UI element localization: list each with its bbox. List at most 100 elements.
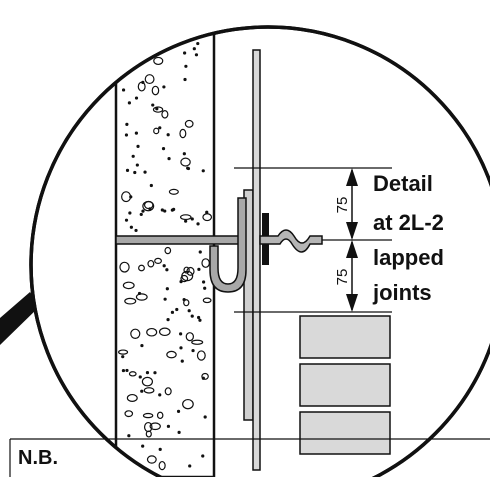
aggregate-speck (143, 170, 147, 174)
aggregate-speck (202, 297, 212, 304)
brick (299, 411, 391, 455)
dim-text-lower: 75 (334, 269, 351, 286)
aggregate-speck (128, 3, 131, 6)
aggregate-speck (172, 207, 176, 211)
aggregate-speck (125, 368, 129, 373)
aggregate-speck (201, 169, 205, 173)
aggregate-speck (202, 280, 206, 284)
aggregate-speck (124, 133, 129, 137)
aggregate-speck (152, 106, 164, 113)
aggregate-speck (168, 188, 179, 195)
aggregate-speck (175, 307, 179, 312)
aggregate-speck (170, 30, 180, 38)
aggregate-speck (182, 152, 186, 156)
aggregate-speck (146, 455, 157, 464)
detail-label-line-1: Detail (373, 171, 433, 196)
aggregate-speck (185, 34, 189, 38)
aggregate-speck (122, 281, 135, 290)
vertical-plate-main (252, 49, 261, 471)
aggregate-speck (129, 195, 133, 199)
aggregate-speck (166, 350, 177, 359)
aggregate-speck (203, 415, 207, 419)
aggregate-speck (151, 85, 160, 96)
aggregate-speck (160, 208, 164, 212)
aggregate-speck (206, 10, 209, 13)
aggregate-speck (183, 77, 187, 82)
aggregate-speck (197, 315, 201, 320)
aggregate-speck (124, 410, 134, 418)
aggregate-speck (121, 368, 126, 373)
aggregate-speck (155, 41, 165, 49)
aggregate-speck (180, 359, 184, 363)
aggregate-speck (182, 298, 186, 302)
aggregate-speck (137, 291, 142, 296)
aggregate-speck (130, 328, 141, 339)
aggregate-speck (162, 85, 166, 89)
aggregate-speck (194, 53, 199, 57)
aggregate-speck (202, 213, 213, 222)
dim-arrow-upper-bottom (346, 222, 358, 240)
aggregate-speck (123, 41, 127, 45)
aggregate-speck (143, 200, 154, 210)
aggregate-speck (133, 170, 137, 175)
aggregate-speck (196, 41, 200, 46)
aggregate-speck (161, 147, 166, 151)
brick (299, 363, 391, 407)
aggregate-speck (139, 212, 143, 217)
aggregate-speck (159, 4, 165, 9)
aggregate-speck (187, 309, 191, 313)
aggregate-speck (134, 131, 138, 135)
aggregate-speck (161, 110, 169, 119)
aggregate-speck (131, 44, 140, 54)
brick (299, 315, 391, 359)
aggregate-speck (149, 422, 161, 431)
aggregate-speck (138, 264, 145, 272)
aggregate-speck (179, 128, 187, 139)
aggregate-speck (118, 349, 129, 355)
aggregate-speck (138, 375, 142, 379)
aggregate-speck (158, 460, 166, 471)
aggregate-speck (198, 250, 202, 254)
aggregate-speck (133, 2, 139, 8)
aggregate-speck (147, 259, 155, 268)
aggregate-speck (145, 371, 150, 375)
aggregate-speck (135, 163, 139, 167)
magnifier-handle (0, 292, 40, 345)
aggregate-speck (186, 166, 190, 170)
aggregate-speck (154, 257, 162, 265)
dim-arrow-upper-top (346, 168, 358, 186)
aggregate-speck (164, 387, 172, 396)
aggregate-speck (205, 210, 209, 214)
aggregate-speck (161, 46, 165, 50)
aggregate-speck (145, 430, 152, 438)
aggregate-speck (141, 209, 145, 213)
aggregate-speck (121, 355, 125, 359)
aggregate-speck (183, 299, 190, 307)
wavy-tie (259, 229, 323, 253)
aggregate-speck (190, 314, 194, 318)
aggregate-speck (131, 154, 135, 158)
aggregate-speck (140, 389, 144, 393)
aggregate-speck (158, 327, 171, 337)
aggregate-speck (128, 211, 132, 215)
aggregate-speck (156, 411, 164, 420)
aggregate-speck (138, 4, 147, 9)
aggregate-speck (145, 3, 148, 6)
aggregate-speck (203, 7, 206, 10)
aggregate-speck (191, 348, 195, 353)
aggregate-speck (135, 293, 148, 301)
aggregate-speck (176, 409, 181, 414)
aggregate-speck (179, 280, 183, 284)
aggregate-speck (125, 122, 129, 127)
aggregate-speck (177, 430, 181, 434)
aggregate-speck (165, 287, 169, 291)
aggregate-speck (170, 310, 175, 314)
aggregate-speck (124, 218, 129, 222)
aggregate-speck (166, 318, 170, 322)
aggregate-speck (153, 56, 164, 66)
aggregate-speck (185, 332, 194, 342)
aggregate-speck (140, 343, 144, 348)
aggregate-speck (129, 225, 133, 229)
